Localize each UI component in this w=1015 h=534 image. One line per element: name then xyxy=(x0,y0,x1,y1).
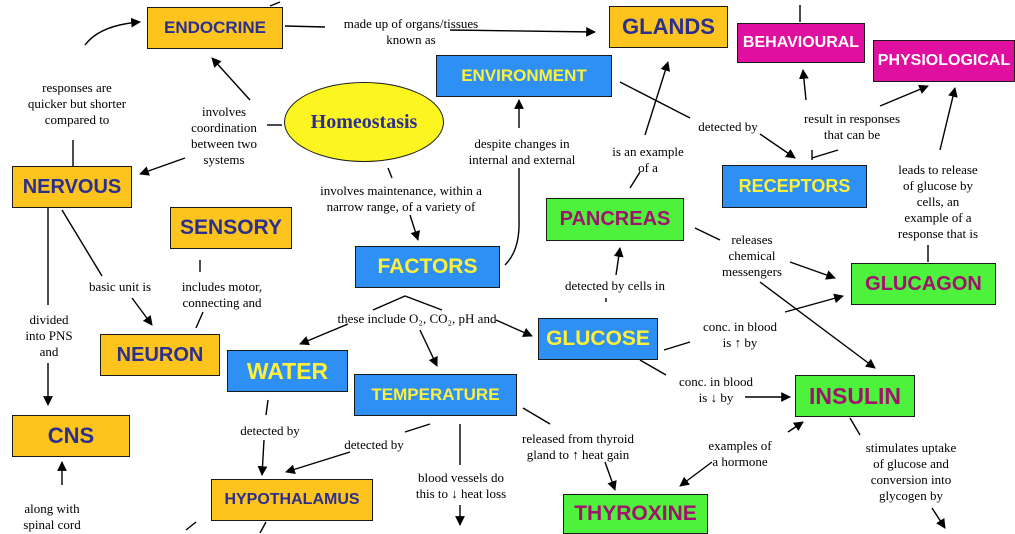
node-factors[interactable]: FACTORS xyxy=(355,246,500,288)
label-stimulates-uptake: stimulates uptake of glucose and convers… xyxy=(865,440,957,503)
label-examples-of-hormone: examples of a hormone xyxy=(708,438,772,469)
label-responses-quicker: responses are quicker but shorter compar… xyxy=(27,80,127,127)
node-glands[interactable]: GLANDS xyxy=(609,6,728,48)
node-thyroxine[interactable]: THYROXINE xyxy=(563,494,708,534)
label-conc-down: conc. in blood is ↓ by xyxy=(678,374,753,405)
node-sensory[interactable]: SENSORY xyxy=(170,207,292,249)
node-behavioural[interactable]: BEHAVIOURAL xyxy=(737,23,865,63)
label-releases-chemical: releases chemical messengers xyxy=(722,232,782,279)
label-is-an-example: is an example of a xyxy=(612,144,684,175)
label-basic-unit: basic unit is xyxy=(88,279,152,294)
node-physiological[interactable]: PHYSIOLOGICAL xyxy=(873,40,1015,82)
node-environment[interactable]: ENVIRONMENT xyxy=(436,55,612,97)
label-detected-by-temp: detected by xyxy=(344,437,404,452)
node-water[interactable]: WATER xyxy=(227,350,348,392)
label-released-from-thyroid: released from thyroid gland to ↑ heat ga… xyxy=(522,431,634,462)
node-insulin[interactable]: INSULIN xyxy=(795,375,915,417)
label-result-in-responses: result in responses that can be xyxy=(803,111,901,142)
label-detected-by-water: detected by xyxy=(240,423,300,438)
node-glucagon[interactable]: GLUCAGON xyxy=(851,263,996,305)
label-blood-vessels: blood vessels do this to ↓ heat loss xyxy=(415,470,507,501)
label-detected-by-cells: detected by cells in xyxy=(565,278,665,293)
node-cns[interactable]: CNS xyxy=(12,415,130,457)
label-involves-maintenance: involves maintenance, within a narrow ra… xyxy=(320,183,482,214)
node-temperature[interactable]: TEMPERATURE xyxy=(354,374,517,416)
node-pancreas[interactable]: PANCREAS xyxy=(546,198,684,241)
label-these-include: these include O₂, CO₂, pH and xyxy=(337,311,497,326)
node-neuron[interactable]: NEURON xyxy=(100,334,220,376)
node-receptors[interactable]: RECEPTORS xyxy=(722,165,867,208)
label-along-with: along with spinal cord xyxy=(23,501,81,532)
label-divided-into: divided into PNS and xyxy=(25,312,73,359)
label-leads-to-release: leads to release of glucose by cells, an… xyxy=(897,162,979,241)
node-nervous[interactable]: NERVOUS xyxy=(12,166,132,208)
label-detected-by-receptors: detected by xyxy=(698,119,758,134)
label-involves-coordination: involves coordination between two system… xyxy=(190,104,258,167)
label-conc-up: conc. in blood is ↑ by xyxy=(702,319,777,350)
node-endocrine[interactable]: ENDOCRINE xyxy=(147,7,283,49)
label-includes-motor: includes motor, connecting and xyxy=(181,279,263,310)
homeostasis-center[interactable]: Homeostasis xyxy=(284,82,444,162)
node-hypothalamus[interactable]: HYPOTHALAMUS xyxy=(211,479,373,521)
label-despite-changes: despite changes in internal and external xyxy=(468,136,576,167)
label-made-up-of: made up of organs/tissues known as xyxy=(343,16,479,47)
node-glucose[interactable]: GLUCOSE xyxy=(538,318,658,360)
